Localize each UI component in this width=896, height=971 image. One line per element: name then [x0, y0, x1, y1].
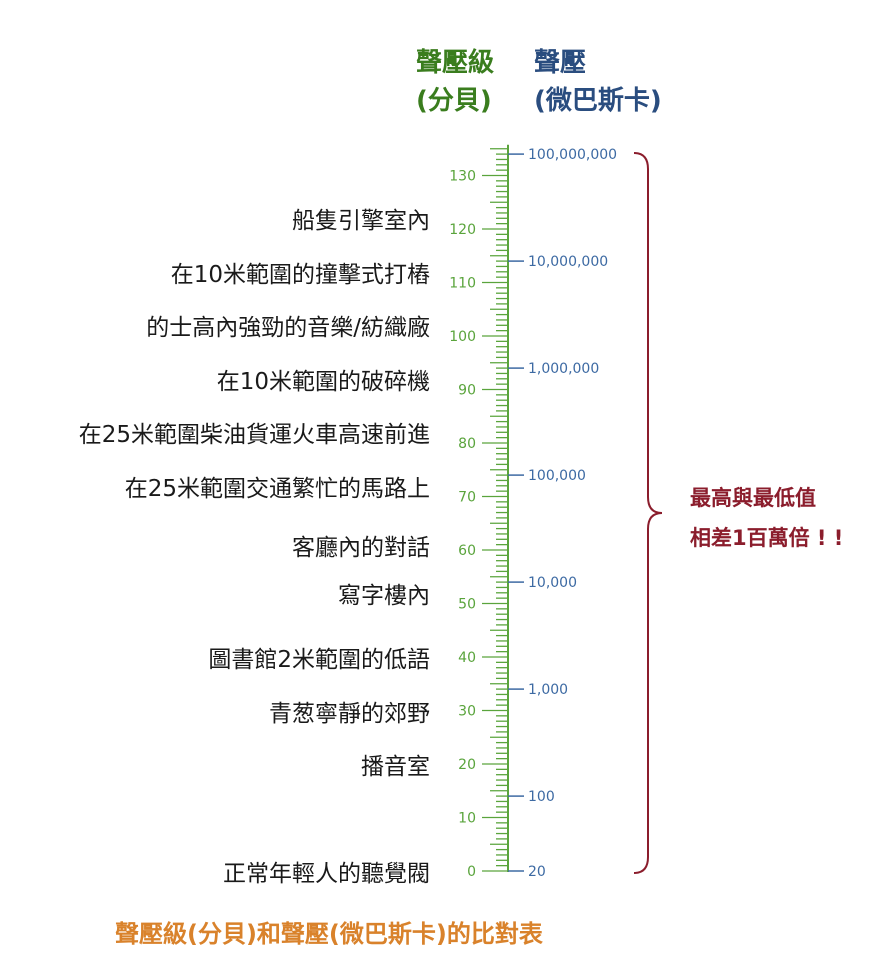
example-label: 播音室 [361, 754, 430, 780]
pressure-tick-labels: 20 100 1,000 10,000 100,000 1,000,000 10,000,0… [508, 147, 617, 880]
pressure-header-unit: (微巴斯卡) [534, 86, 662, 116]
example-label: 正常年輕人的聽覺閥 [223, 861, 430, 887]
decibel-header: 聲壓級 (分貝) [416, 44, 494, 120]
decibel-tick-label: 120 [449, 222, 476, 238]
pressure-header-title: 聲壓 [534, 48, 587, 78]
example-label: 船隻引擎室內 [292, 208, 430, 235]
decibel-tick-label: 70 [458, 490, 476, 506]
pressure-tick-label: 100,000 [528, 468, 586, 484]
example-label: 在25米範圍柴油貨運火車高速前進 [78, 422, 430, 449]
pressure-header: 聲壓 (微巴斯卡) [534, 44, 662, 120]
pressure-tick-label: 100,000,000 [528, 147, 617, 163]
example-label: 在10米範圍的破碎機 [216, 368, 430, 395]
decibel-tick-label: 10 [458, 811, 476, 827]
example-label: 青葱寧靜的郊野 [269, 700, 430, 727]
example-label: 客廳內的對話 [292, 534, 430, 561]
pressure-tick-label: 10,000 [528, 575, 577, 591]
decibel-tick-label: 50 [458, 597, 476, 613]
decibel-tick-labels: 0 10 20 30 40 50 60 70 80 90 100 110 120 130 [449, 169, 476, 881]
decibel-tick-label: 20 [458, 757, 476, 773]
range-note-line1: 最高與最低值 [690, 486, 816, 510]
decibel-tick-label: 80 [458, 436, 476, 452]
scale-ticks [482, 144, 509, 872]
chart-caption: 聲壓級(分貝)和聲壓(微巴斯卡)的比對表 [115, 920, 543, 948]
pressure-tick-label: 20 [528, 864, 546, 880]
pressure-tick-label: 100 [528, 789, 555, 805]
example-label: 在10米範圍的撞擊式打樁 [170, 261, 430, 288]
range-note: 最高與最低值 相差1百萬倍 ! ! [690, 478, 843, 558]
decibel-header-title: 聲壓級 [416, 48, 495, 78]
decibel-tick-label: 0 [467, 864, 476, 880]
example-label: 在25米範圍交通繁忙的馬路上 [124, 475, 430, 502]
range-brace [633, 152, 663, 874]
pressure-tick-label: 10,000,000 [528, 254, 608, 270]
decibel-tick-label: 100 [449, 329, 476, 345]
pressure-tick-label: 1,000 [528, 682, 568, 698]
decibel-tick-label: 40 [458, 650, 476, 666]
decibel-tick-label: 60 [458, 543, 476, 559]
example-label: 寫字樓內 [338, 582, 430, 609]
decibel-tick-label: 130 [449, 169, 476, 185]
range-note-line2: 相差1百萬倍 ! ! [690, 526, 844, 550]
decibel-header-unit: (分貝) [416, 86, 492, 116]
pressure-tick-label: 1,000,000 [528, 361, 599, 377]
decibel-tick-label: 30 [458, 704, 476, 720]
decibel-tick-label: 110 [449, 276, 476, 292]
example-label: 的士高內強勁的音樂/紡織廠 [146, 315, 430, 342]
decibel-tick-label: 90 [458, 383, 476, 399]
example-label: 圖書館2米範圍的低語 [208, 647, 430, 673]
